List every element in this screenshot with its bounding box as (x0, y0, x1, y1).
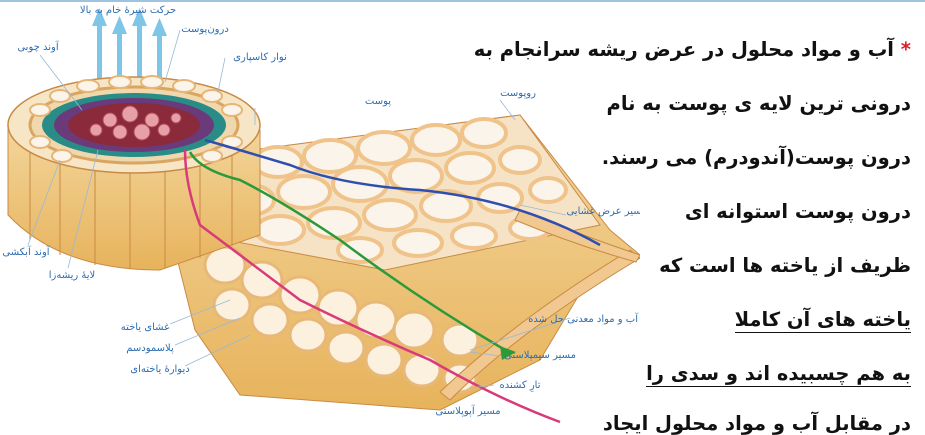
text-line-8: در مقابل آب و مواد محلول ایجاد (603, 412, 911, 435)
label-endodermis: درون‌پوست (181, 24, 229, 35)
label-phloem: آوند آبکشی (2, 245, 50, 258)
label-plasmodesma: پلاسمودسم (126, 343, 174, 354)
text-line-7-underlined: به هم چسبیده اند و سدی را (646, 362, 911, 387)
label-cortex: پوست (365, 96, 391, 107)
label-apoplast-path: مسیر آپوپلاستی (435, 404, 500, 417)
text-line-4: درون پوست استوانه ای (685, 200, 911, 223)
text-line-7: به هم چسبیده اند و سدی را (646, 362, 911, 385)
root-cross-section-diagram: حرکت شیرهٔ خام به بالا درون‌پوست آوند چو… (0, 0, 640, 433)
text-line-3: درون پوست(آندودرم) می رسند. (602, 146, 911, 169)
label-epidermis: روپوست (500, 88, 536, 99)
star-marker: * (901, 38, 911, 61)
label-water-minerals: آب و مواد معدنی حل شده (528, 312, 639, 325)
label-casparian-strip: نوار کاسپاری (233, 52, 287, 63)
text-line-1-content: آب و مواد محلول در عرض ریشه سرانجام به (474, 38, 894, 61)
label-transmembrane-path: مسیر عرض غشایی (566, 206, 640, 217)
label-upward-sap: حرکت شیرهٔ خام به بالا (80, 5, 176, 16)
label-symplast-path: مسیر سیمپلاستی (504, 350, 576, 361)
label-cell-membrane: غشای یاخته (121, 322, 170, 333)
text-line-6: یاخته های آن کاملا (735, 308, 911, 331)
text-line-2: درونی ترین لایه ی پوست به نام (607, 92, 911, 115)
label-cell-wall: دیوارهٔ یاخته‌ای (130, 364, 189, 375)
text-line-1: * آب و مواد محلول در عرض ریشه سرانجام به (474, 38, 911, 61)
text-line-6-underlined: یاخته های آن کاملا (735, 308, 911, 333)
label-xylem: آوند چوبی (17, 40, 60, 53)
label-root-hair: تارِ کشنده (499, 380, 540, 392)
label-pericycle: لایهٔ ریشه‌زا (49, 270, 96, 281)
text-line-5: ظریف از یاخته ها است که (659, 254, 911, 277)
